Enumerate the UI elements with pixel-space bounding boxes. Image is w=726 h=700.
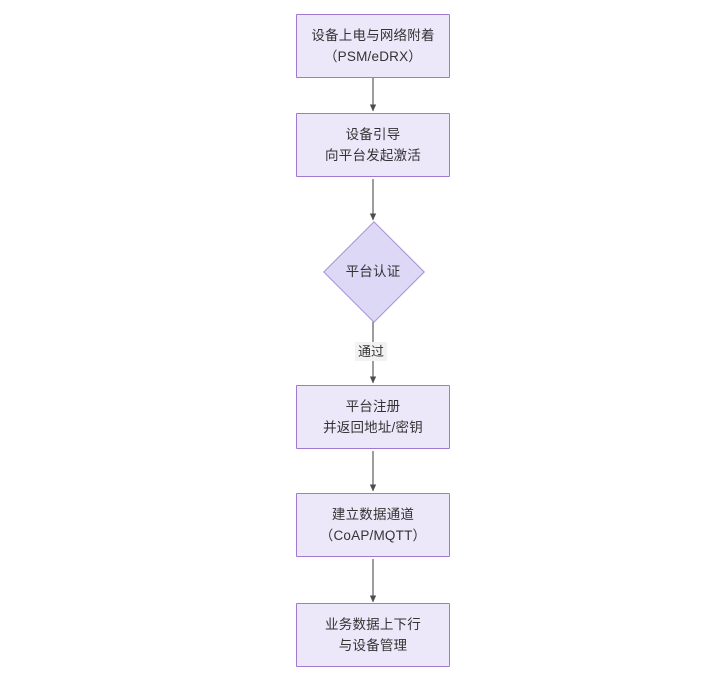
node-power-on-label: 设备上电与网络附着 （PSM/eDRX） <box>311 28 435 64</box>
edge-label-pass: 通过 <box>355 342 388 361</box>
node-bootstrap-label: 设备引导 向平台发起激活 <box>325 127 421 163</box>
node-business-data-label: 业务数据上下行 与设备管理 <box>325 617 421 653</box>
node-power-on[interactable]: 设备上电与网络附着 （PSM/eDRX） <box>296 14 450 78</box>
node-platform-auth-text: 平台认证 <box>324 222 422 320</box>
node-data-channel-label: 建立数据通道 （CoAP/MQTT） <box>319 507 427 543</box>
node-platform-register[interactable]: 平台注册 并返回地址/密钥 <box>296 385 450 449</box>
node-platform-auth-label: 平台认证 <box>345 263 401 279</box>
node-data-channel[interactable]: 建立数据通道 （CoAP/MQTT） <box>296 493 450 557</box>
node-bootstrap[interactable]: 设备引导 向平台发起激活 <box>296 113 450 177</box>
node-business-data[interactable]: 业务数据上下行 与设备管理 <box>296 603 450 667</box>
node-platform-auth[interactable]: 平台认证 <box>322 220 425 323</box>
node-platform-register-label: 平台注册 并返回地址/密钥 <box>323 399 423 435</box>
